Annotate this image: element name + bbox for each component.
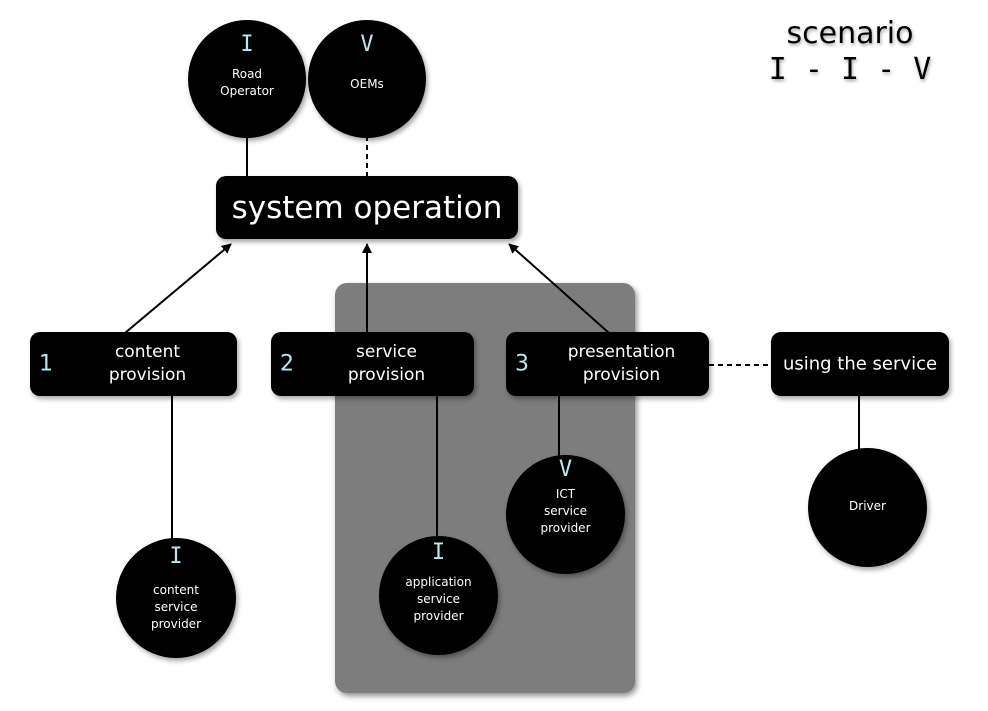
stage-number: 1 <box>39 351 53 377</box>
road-operator-roman: I <box>240 32 254 57</box>
arrow-content-to-system <box>124 243 232 334</box>
using-the-service-label: using the service <box>782 353 938 375</box>
system-operation-label: system operation <box>231 189 503 226</box>
driver-label: Driver <box>849 499 886 513</box>
ict-service-provider-label: ICT service provider <box>540 487 591 535</box>
oems-label: OEMs <box>350 77 384 91</box>
stage-label: content provision <box>108 342 187 385</box>
road-operator-node: I Road Operator <box>188 20 306 138</box>
ict-service-provider-roman: V <box>558 457 573 482</box>
scenario-code: I - I - V <box>768 52 932 87</box>
stage-label: presentation provision <box>567 342 676 385</box>
presentation-provision-box: 3 presentation provision <box>506 332 709 396</box>
service-provision-box: 2 service provision <box>271 332 474 396</box>
arrow-presentation-to-system <box>508 243 610 334</box>
application-service-provider-roman: I <box>431 540 446 565</box>
oems-roman: V <box>360 32 374 57</box>
road-operator-label: Road Operator <box>220 67 274 98</box>
stage-label: service provision <box>347 342 426 385</box>
scenario-label: scenario <box>786 16 914 51</box>
stage-number: 3 <box>515 351 529 377</box>
application-service-provider-label: application service provider <box>405 575 472 623</box>
content-service-provider-roman: I <box>169 544 183 569</box>
driver-node: Driver <box>808 448 927 567</box>
system-operation-box: system operation <box>216 176 518 239</box>
scenario-title: scenario I - I - V <box>760 16 940 88</box>
ict-service-provider-node: V ICT service provider <box>506 455 625 574</box>
using-the-service-box: using the service <box>771 332 949 396</box>
content-service-provider-node: I content service provider <box>116 538 236 658</box>
oems-node: V OEMs <box>308 20 426 138</box>
content-provision-box: 1 content provision <box>30 332 237 396</box>
stage-number: 2 <box>280 351 294 377</box>
application-service-provider-node: I application service provider <box>379 536 498 655</box>
content-service-provider-label: content service provider <box>151 583 201 631</box>
